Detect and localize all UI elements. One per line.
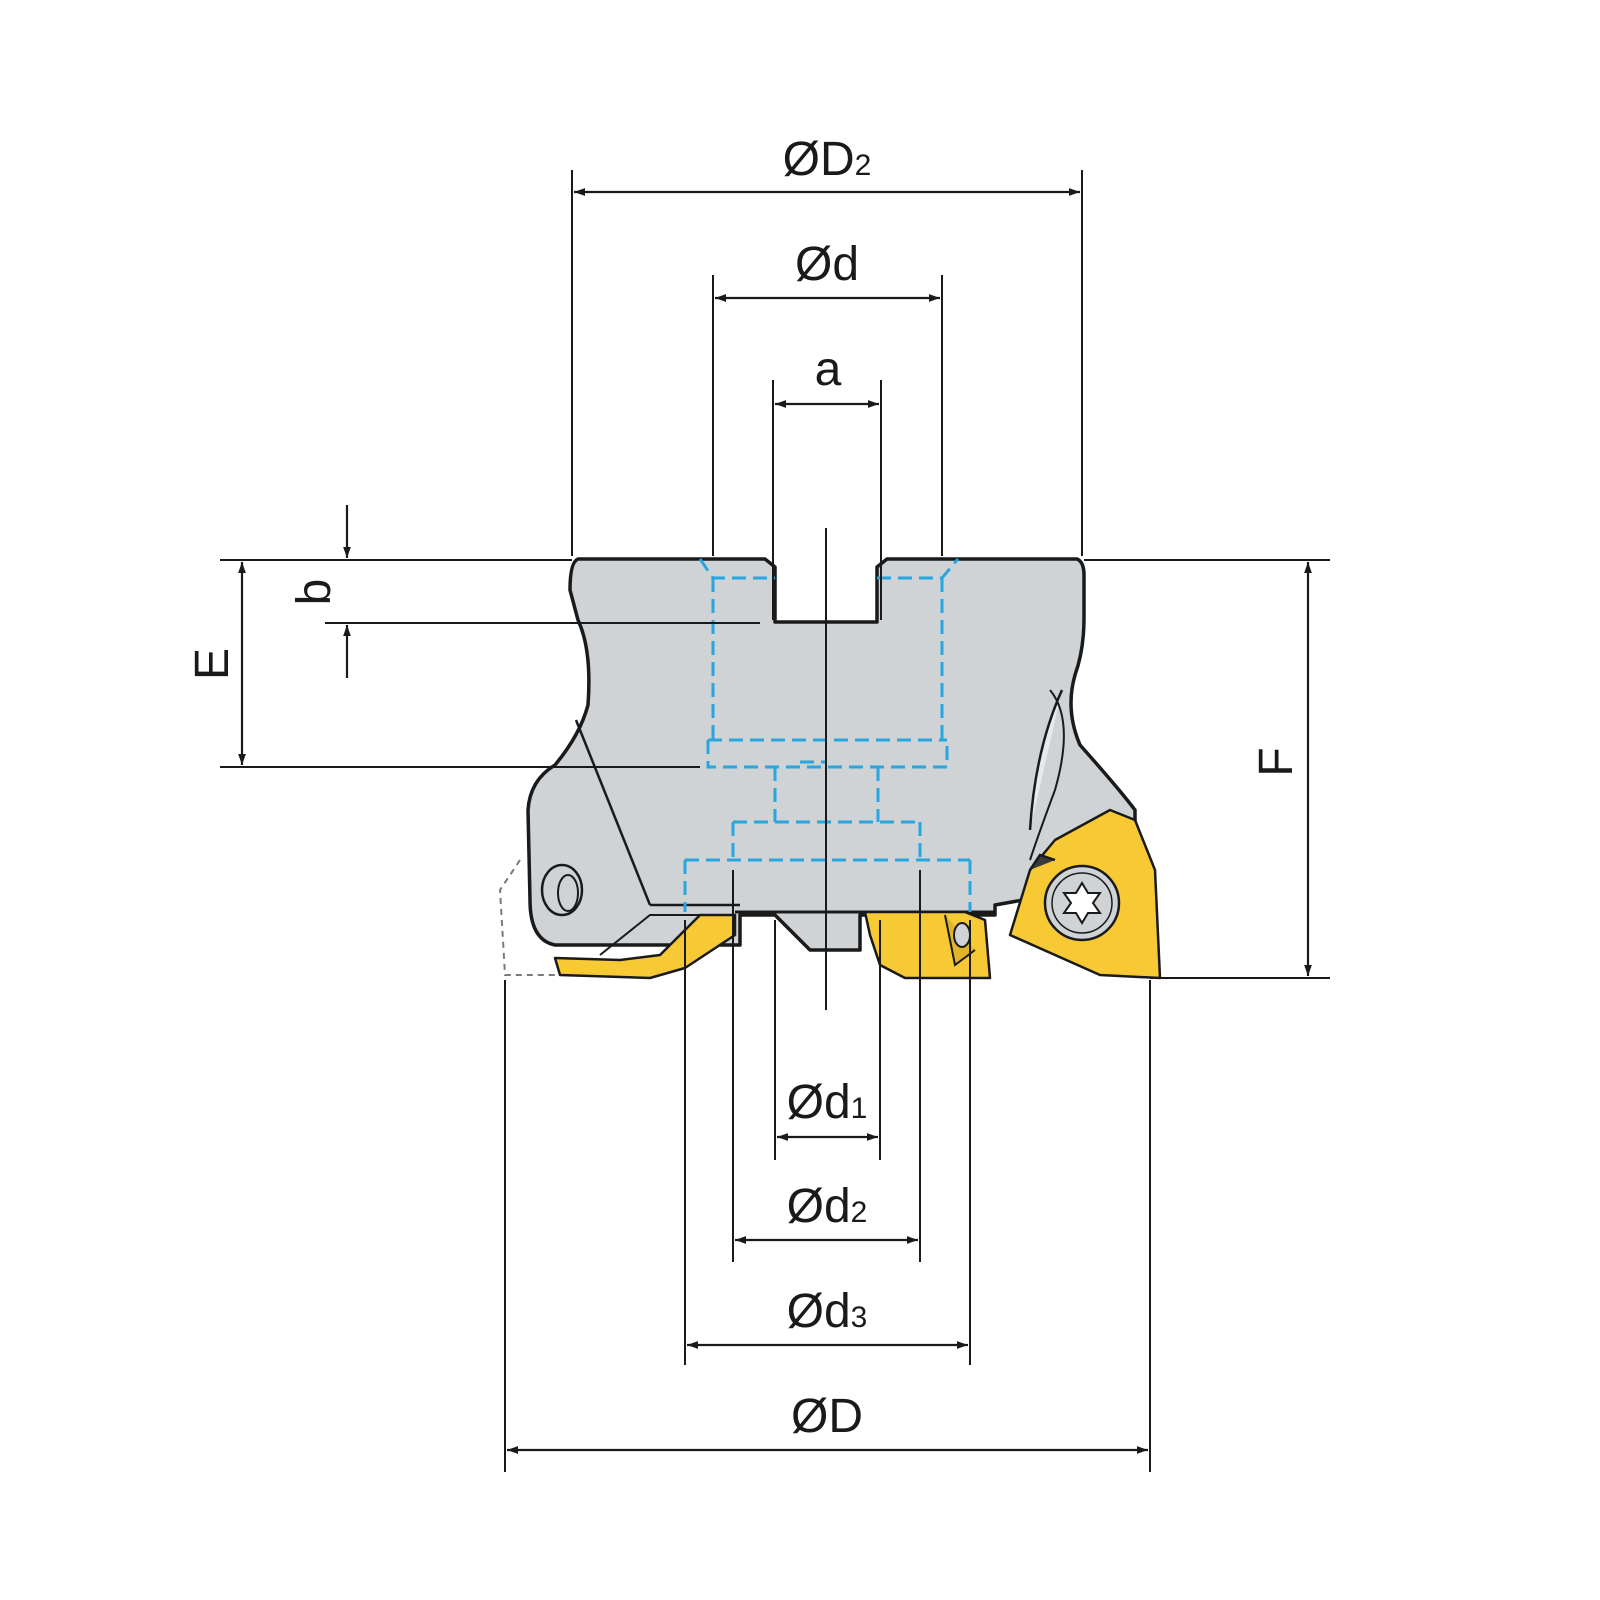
label-d1: Ød1 (787, 1076, 868, 1129)
label-b: b (288, 579, 341, 606)
label-d3: Ød3 (787, 1285, 868, 1338)
chip-pocket-curve (1028, 689, 1064, 831)
label-E: E (186, 648, 239, 680)
label-D: ØD (791, 1390, 863, 1443)
chip-pocket-edge (1029, 689, 1065, 861)
left-insert (553, 913, 737, 980)
insert-clamp-lug (1028, 853, 1056, 871)
center-insert (863, 910, 992, 980)
label-F: F (1250, 747, 1303, 776)
label-d: Ød (795, 238, 859, 291)
clamp-screw-icon (953, 922, 971, 948)
label-a: a (815, 343, 842, 396)
label-D2: ØD2 (783, 133, 872, 186)
label-d2: Ød2 (787, 1180, 868, 1233)
cutter-body (526, 557, 1137, 952)
body-flute-line (574, 719, 652, 906)
extension-lines (220, 170, 1330, 1472)
screw-hole-inner (557, 874, 579, 912)
torx-socket-icon (1062, 881, 1102, 925)
ghost-insert-outline (498, 859, 555, 976)
insert-screw-ring (1051, 872, 1113, 934)
left-insert-edge (599, 914, 700, 956)
